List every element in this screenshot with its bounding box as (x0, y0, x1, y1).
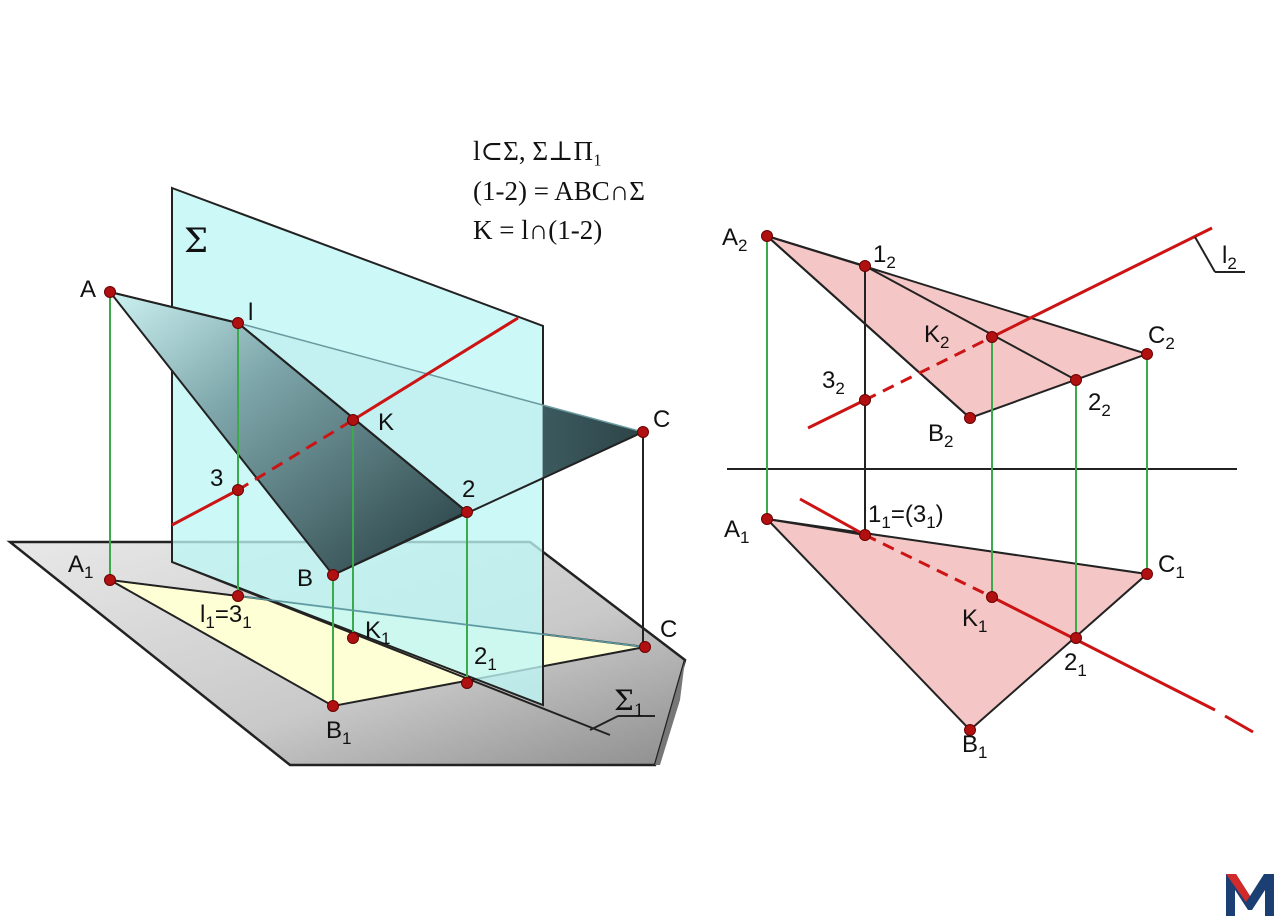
horizontal-plane-edge (655, 660, 685, 765)
projection-lines-right (766, 236, 1148, 638)
triangle-abc-right (543, 405, 643, 477)
label-l2: l2 (1222, 242, 1237, 273)
label-k1: K1 (365, 617, 390, 648)
formula-line-3: K = l∩(1-2) (473, 215, 602, 245)
line-l-back (171, 488, 239, 527)
triangle-abc-back (238, 323, 643, 512)
sigma-label: Σ (184, 221, 208, 261)
label-3: 3 (210, 465, 223, 492)
line-l2 (991, 226, 1213, 339)
triangle-a1b1c1-right (764, 517, 1150, 732)
label-a1-right: A1 (724, 516, 749, 547)
sigma1-label: Σ1 (614, 684, 645, 721)
label-k2: K2 (924, 321, 949, 352)
points-right (761, 230, 1153, 736)
label-21: 21 (474, 643, 497, 674)
label-a1: A1 (68, 551, 93, 582)
label-c1-right: C1 (1158, 551, 1185, 582)
label-c: C (653, 406, 670, 433)
label-b1-right: B1 (962, 731, 987, 762)
line-l1 (991, 595, 1216, 712)
label-21-right: 21 (1064, 649, 1087, 680)
points-left (104, 286, 651, 712)
m-logo-icon (1226, 874, 1274, 916)
label-a2: A2 (722, 224, 747, 255)
formula-line-1: l⊂Σ, Σ⊥Π₁ (473, 136, 602, 166)
label-l1-eq-31: l1=31 (200, 601, 252, 632)
label-b1: B1 (326, 717, 351, 748)
label-2: 2 (462, 476, 475, 503)
label-c2: C2 (1148, 322, 1175, 353)
projection-lines-left (109, 292, 468, 706)
label-b: B (297, 565, 313, 592)
label-a: A (80, 276, 96, 303)
label-11-eq-31: 11=(31) (868, 501, 944, 532)
line-l-hidden (237, 418, 354, 492)
label-k: K (378, 409, 394, 436)
label-b2: B2 (928, 420, 953, 451)
label-l: l (248, 299, 253, 326)
line-l-front (352, 316, 519, 422)
sigma1-trace (171, 561, 611, 736)
label-k1-right: K1 (962, 605, 987, 636)
label-c1: C (660, 616, 677, 643)
label-32: 32 (822, 367, 845, 398)
label-12: 12 (873, 241, 896, 272)
label-22: 22 (1088, 389, 1111, 420)
line-l2-hidden (807, 398, 866, 430)
formula-line-2: (1-2) = ABC∩Σ (473, 176, 645, 206)
